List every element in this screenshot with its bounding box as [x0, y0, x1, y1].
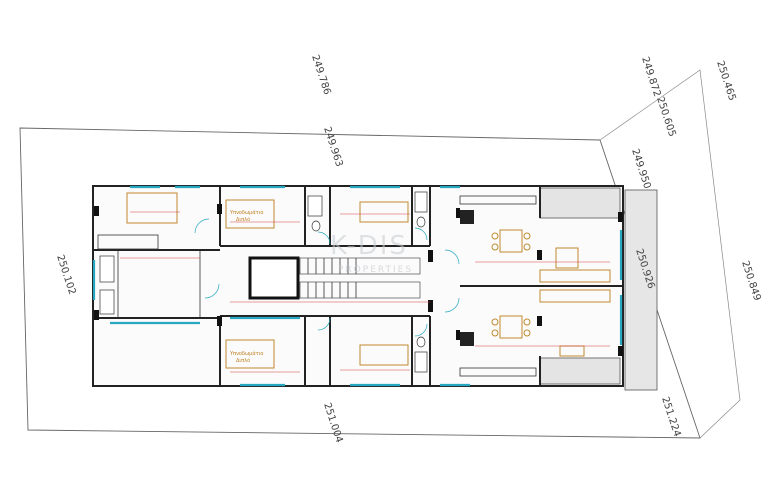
dimension-marks [120, 211, 610, 373]
plot-boundary [19, 69, 741, 439]
elevation-top-center: 249.963 [321, 126, 344, 169]
elevation-left: 250.102 [54, 254, 77, 297]
interior-walls [93, 186, 623, 386]
windows [92, 185, 623, 387]
bed-upper-right [359, 201, 409, 223]
kitchen-counter-lower [459, 367, 537, 377]
sofa-upper [539, 269, 611, 283]
elevation-bottom-center: 251.004 [321, 402, 344, 445]
elevation-right-outer: 250.849 [739, 260, 762, 303]
bed-upper-mid [225, 199, 275, 229]
terrace-right [624, 189, 658, 391]
kitchen-left [97, 234, 159, 250]
staircase [248, 256, 421, 300]
elevation-right-upper: 249.950 [629, 148, 652, 191]
elevation-bottom-right: 251.224 [659, 396, 682, 439]
bed-upper-left [126, 192, 178, 224]
elevation-top-right-1: 250.605 [654, 96, 677, 139]
bedroom-lower-label-2: Διπλό [236, 357, 250, 364]
sofa-lower [539, 289, 611, 303]
elevation-top-right-2: 249.872 [639, 56, 662, 99]
elevation-top-right-3: 250.465 [714, 60, 737, 103]
bed-lower-mid [225, 339, 275, 369]
balcony-upper [539, 187, 621, 219]
doors [194, 218, 460, 337]
dining-table-lower [499, 315, 523, 339]
furniture [97, 192, 611, 377]
building-outline [92, 185, 658, 391]
balcony-lower [539, 357, 621, 385]
watermark-brand: K-DIS [330, 231, 408, 261]
kitchen-counter-upper [459, 195, 537, 205]
watermark-sub: PROPERTIES [338, 265, 413, 275]
dining-table-upper [499, 229, 523, 253]
columns [94, 204, 623, 356]
bathroom-fixtures [99, 191, 428, 373]
bedroom-upper-label: Υπνοδωμάτιο [229, 209, 263, 216]
bedroom-lower-label: Υπνοδωμάτιο [229, 350, 263, 357]
bed-lower-right [359, 344, 409, 366]
bedroom-upper-label-2: Διπλό [236, 216, 250, 223]
elevation-top-left: 249.786 [309, 54, 332, 97]
